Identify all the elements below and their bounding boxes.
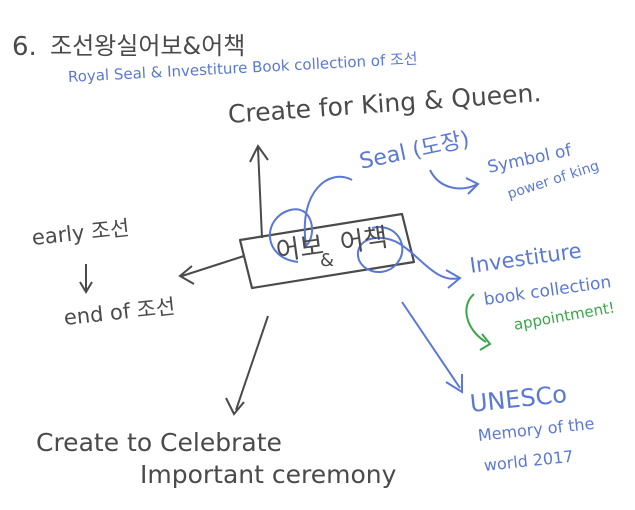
center-box-amp: & <box>320 250 335 271</box>
center-box-outline <box>238 212 416 290</box>
left-arrow <box>181 255 245 277</box>
appointment-bracket <box>465 293 487 343</box>
left-arrowhead <box>178 265 195 285</box>
down-arrow <box>235 315 269 411</box>
early-end-arrowhead <box>79 281 93 294</box>
up-arrow <box>257 147 263 239</box>
investiture-arrowhead <box>445 269 462 289</box>
heading-number: 6. <box>12 32 37 62</box>
center-box-right-text: 어책 <box>338 222 390 260</box>
celebrate-line1: Create to Celebrate <box>36 428 282 457</box>
seal-to-symbol-arrow <box>429 169 479 190</box>
seal-to-symbol-arrowhead <box>465 177 480 195</box>
unesco-arrow <box>401 301 461 389</box>
unesco-arrowhead <box>445 374 463 394</box>
down-arrowhead <box>225 397 245 416</box>
center-box-left-text: 어보 <box>274 230 326 268</box>
seal-loop <box>268 175 353 263</box>
investiture-loop <box>356 226 461 280</box>
celebrate-line2: Important ceremony <box>140 460 397 489</box>
up-arrowhead <box>249 144 269 163</box>
heading-korean-title: 조선왕실어보&어책 <box>50 32 246 60</box>
appointment-arrowhead <box>479 333 492 351</box>
